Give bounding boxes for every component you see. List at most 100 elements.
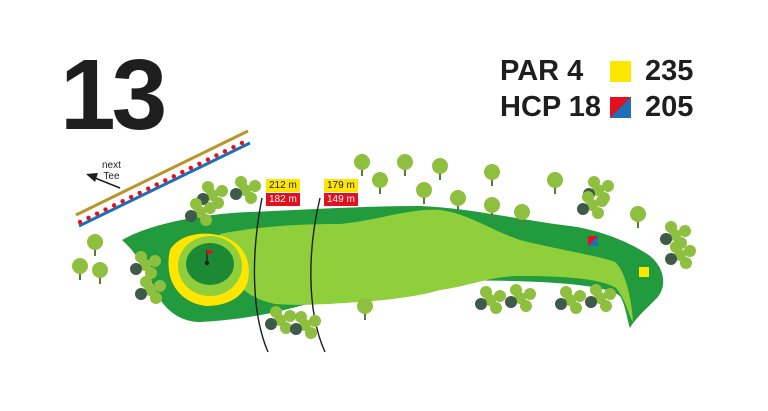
trees [72, 154, 646, 320]
bush [600, 300, 612, 312]
bush [680, 257, 692, 269]
bush [305, 327, 317, 339]
oob-dot [180, 169, 185, 175]
red-blue-tee-marker-icon [588, 236, 598, 246]
bush [490, 302, 502, 314]
bush [592, 207, 604, 219]
bush [590, 284, 602, 296]
oob-dot [214, 153, 219, 158]
bush [245, 192, 257, 204]
bush [560, 286, 572, 298]
tree-icon [432, 158, 448, 180]
tree-icon [357, 298, 373, 320]
bush [235, 176, 247, 188]
bush [280, 322, 292, 334]
bush [604, 288, 616, 300]
tree-icon [484, 197, 500, 219]
yellow-tee-distance: 235 [645, 54, 694, 87]
bush [480, 286, 492, 298]
yellow-tee-marker-icon [639, 267, 649, 277]
bush [679, 225, 691, 237]
tree-icon [547, 172, 563, 194]
fairway [219, 209, 633, 322]
bush [200, 214, 212, 226]
bush [135, 288, 147, 300]
hole-number: 13 [60, 39, 167, 151]
bush [265, 318, 277, 330]
oob-dot [111, 203, 117, 208]
bush [577, 203, 589, 215]
next-tee-label-line2: Tee [103, 171, 120, 182]
distance-arc-1 [253, 197, 269, 353]
bush [185, 210, 197, 222]
oob-dot [120, 199, 125, 204]
bush [494, 290, 506, 302]
oob-dot [205, 157, 211, 162]
oob-dot [222, 149, 228, 154]
hcp-row: HCP 18 205 [500, 90, 693, 124]
oob-dotted-line [77, 140, 245, 225]
par-row: PAR 4 235 [500, 54, 693, 88]
yellow-tee-swatch [610, 60, 631, 82]
bush [230, 188, 242, 200]
oob-dot [146, 186, 151, 191]
bush [249, 180, 261, 192]
bush [585, 296, 597, 308]
bushes [130, 176, 696, 339]
tree-icon [450, 190, 466, 212]
flag-icon [204, 249, 214, 266]
distance-arc-2 [310, 197, 326, 353]
bush [570, 302, 582, 314]
bush [582, 191, 594, 203]
tree-icon [514, 204, 530, 226]
bush [670, 241, 682, 253]
tree-icon [92, 262, 108, 284]
out-of-bounds-lines [75, 129, 251, 228]
bush [684, 245, 696, 257]
red-blue-tee-swatch [610, 96, 631, 118]
oob-dot [94, 211, 100, 216]
oob-dot [188, 165, 194, 171]
bush [145, 267, 157, 279]
next-tee-label-line1: next [102, 160, 121, 171]
oob-dot [154, 182, 159, 187]
bush [574, 290, 586, 302]
oob-dot [163, 178, 168, 183]
hcp-label: HCP 18 [500, 90, 602, 123]
oob-dot [197, 161, 202, 166]
oob-dot [86, 215, 91, 221]
bush [510, 284, 522, 296]
par-label: PAR 4 [500, 54, 584, 87]
next-tee-label: next Tee [102, 160, 121, 182]
oob-dot [171, 174, 176, 179]
oob-dot [137, 190, 142, 196]
bush [660, 233, 672, 245]
bush [309, 315, 321, 327]
bush [140, 276, 152, 288]
bush [130, 263, 142, 275]
tree-icon [416, 182, 432, 204]
marker-1-yellow-distance: 212 m [266, 179, 300, 192]
bush [602, 180, 614, 192]
bush [270, 306, 282, 318]
oob-dot [77, 219, 83, 225]
bush [190, 198, 202, 210]
bush [154, 280, 166, 292]
oob-dot [103, 207, 108, 212]
bush [665, 253, 677, 265]
next-tee-arrow-icon [86, 173, 121, 189]
bush [520, 300, 532, 312]
putting-surface [186, 243, 234, 285]
tree-icon [87, 234, 103, 256]
bush [290, 323, 302, 335]
bush [202, 181, 214, 193]
marker-2-yellow-distance: 179 m [324, 179, 358, 192]
bush [596, 195, 608, 207]
bush [505, 296, 517, 308]
oob-dot [231, 144, 236, 150]
bush [295, 311, 307, 323]
bush [284, 310, 296, 322]
bush [588, 176, 600, 188]
marker-1-red-distance: 182 m [266, 193, 300, 206]
